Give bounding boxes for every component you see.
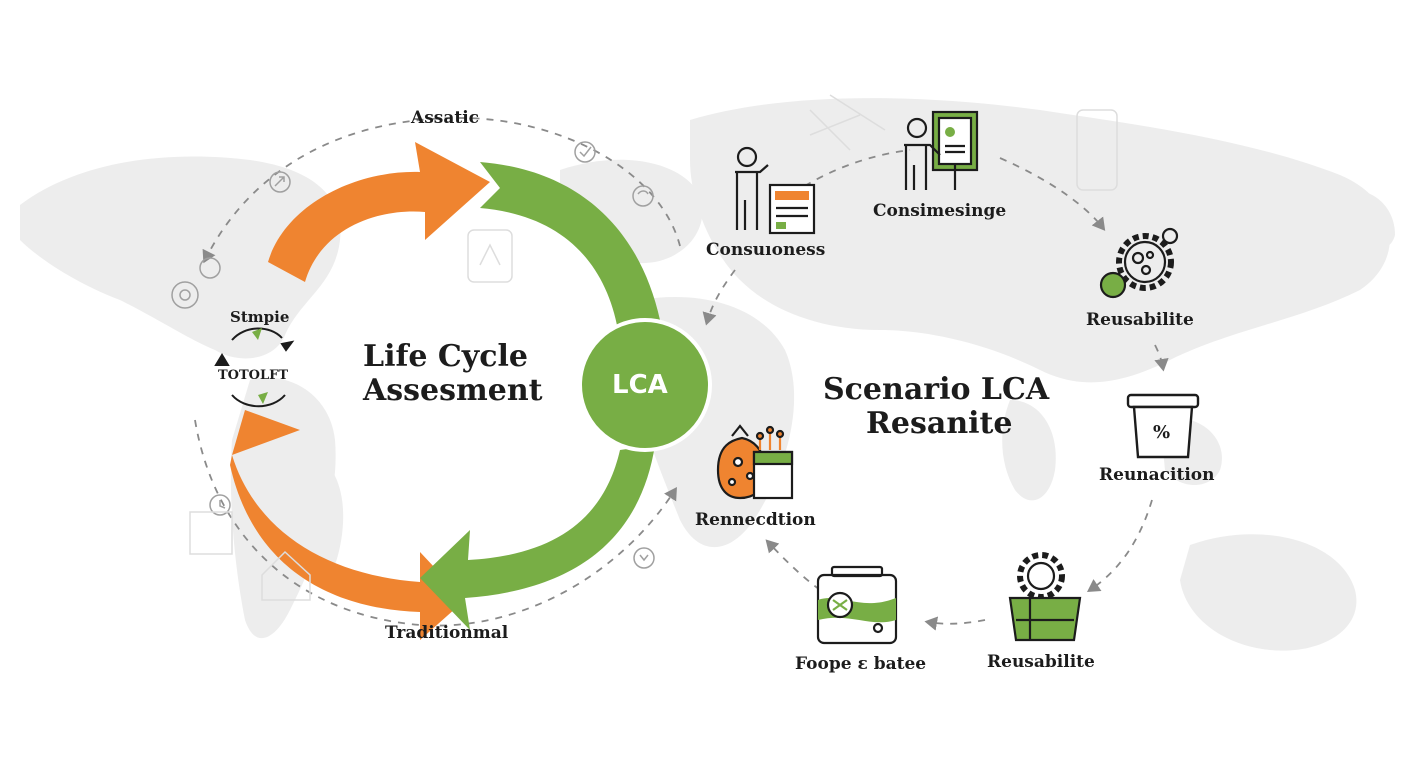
gear-person-icon <box>1099 227 1179 299</box>
right-dashed-cycle <box>702 149 1169 631</box>
life-cycle-title: Life Cycle <box>363 339 528 374</box>
reusabilite-top-label: Reusabilite <box>1086 310 1194 330</box>
faint-left-icons <box>171 94 1118 601</box>
lca-hub <box>578 318 712 452</box>
percent-bin-icon <box>1126 393 1200 459</box>
resanite-title: Resanite <box>866 406 1013 441</box>
foope-batee-label: Foope ε batee <box>795 654 927 674</box>
orange-cycle-arrows <box>230 142 490 640</box>
reusabilite-bottom-label: Reusabilite <box>987 652 1095 672</box>
stmpie-label: Stmpie <box>230 308 290 326</box>
recycle-box-icon <box>816 565 898 645</box>
green-cycle-arrows <box>420 162 660 630</box>
gear-container-icon <box>1008 552 1082 642</box>
percent-icon-text: % <box>1153 422 1171 443</box>
assesment-title: Assesment <box>363 373 543 408</box>
reunacition-label: Reunacition <box>1099 465 1215 485</box>
food-crate-icon <box>716 424 794 500</box>
left-dashed-cycle <box>194 117 681 627</box>
presenter-board-icon <box>735 146 816 235</box>
assatic-label: Assatic <box>411 108 480 128</box>
rennecdtion-label: Rennecdtion <box>695 510 816 530</box>
lca-hub-label: LCA <box>612 370 668 400</box>
world-map-background <box>20 98 1395 651</box>
scenario-lca-title: Scenario LCA <box>823 372 1050 407</box>
consuioness-label: Consuıoness <box>706 240 826 260</box>
cycle-arrows-icon <box>214 327 295 408</box>
consimesinge-label: Consimesinge <box>873 201 1007 221</box>
totolft-label: TOTOLFT <box>218 368 289 383</box>
person-certificate-icon <box>904 110 979 190</box>
traditional-label: Traditionmal <box>385 623 509 643</box>
